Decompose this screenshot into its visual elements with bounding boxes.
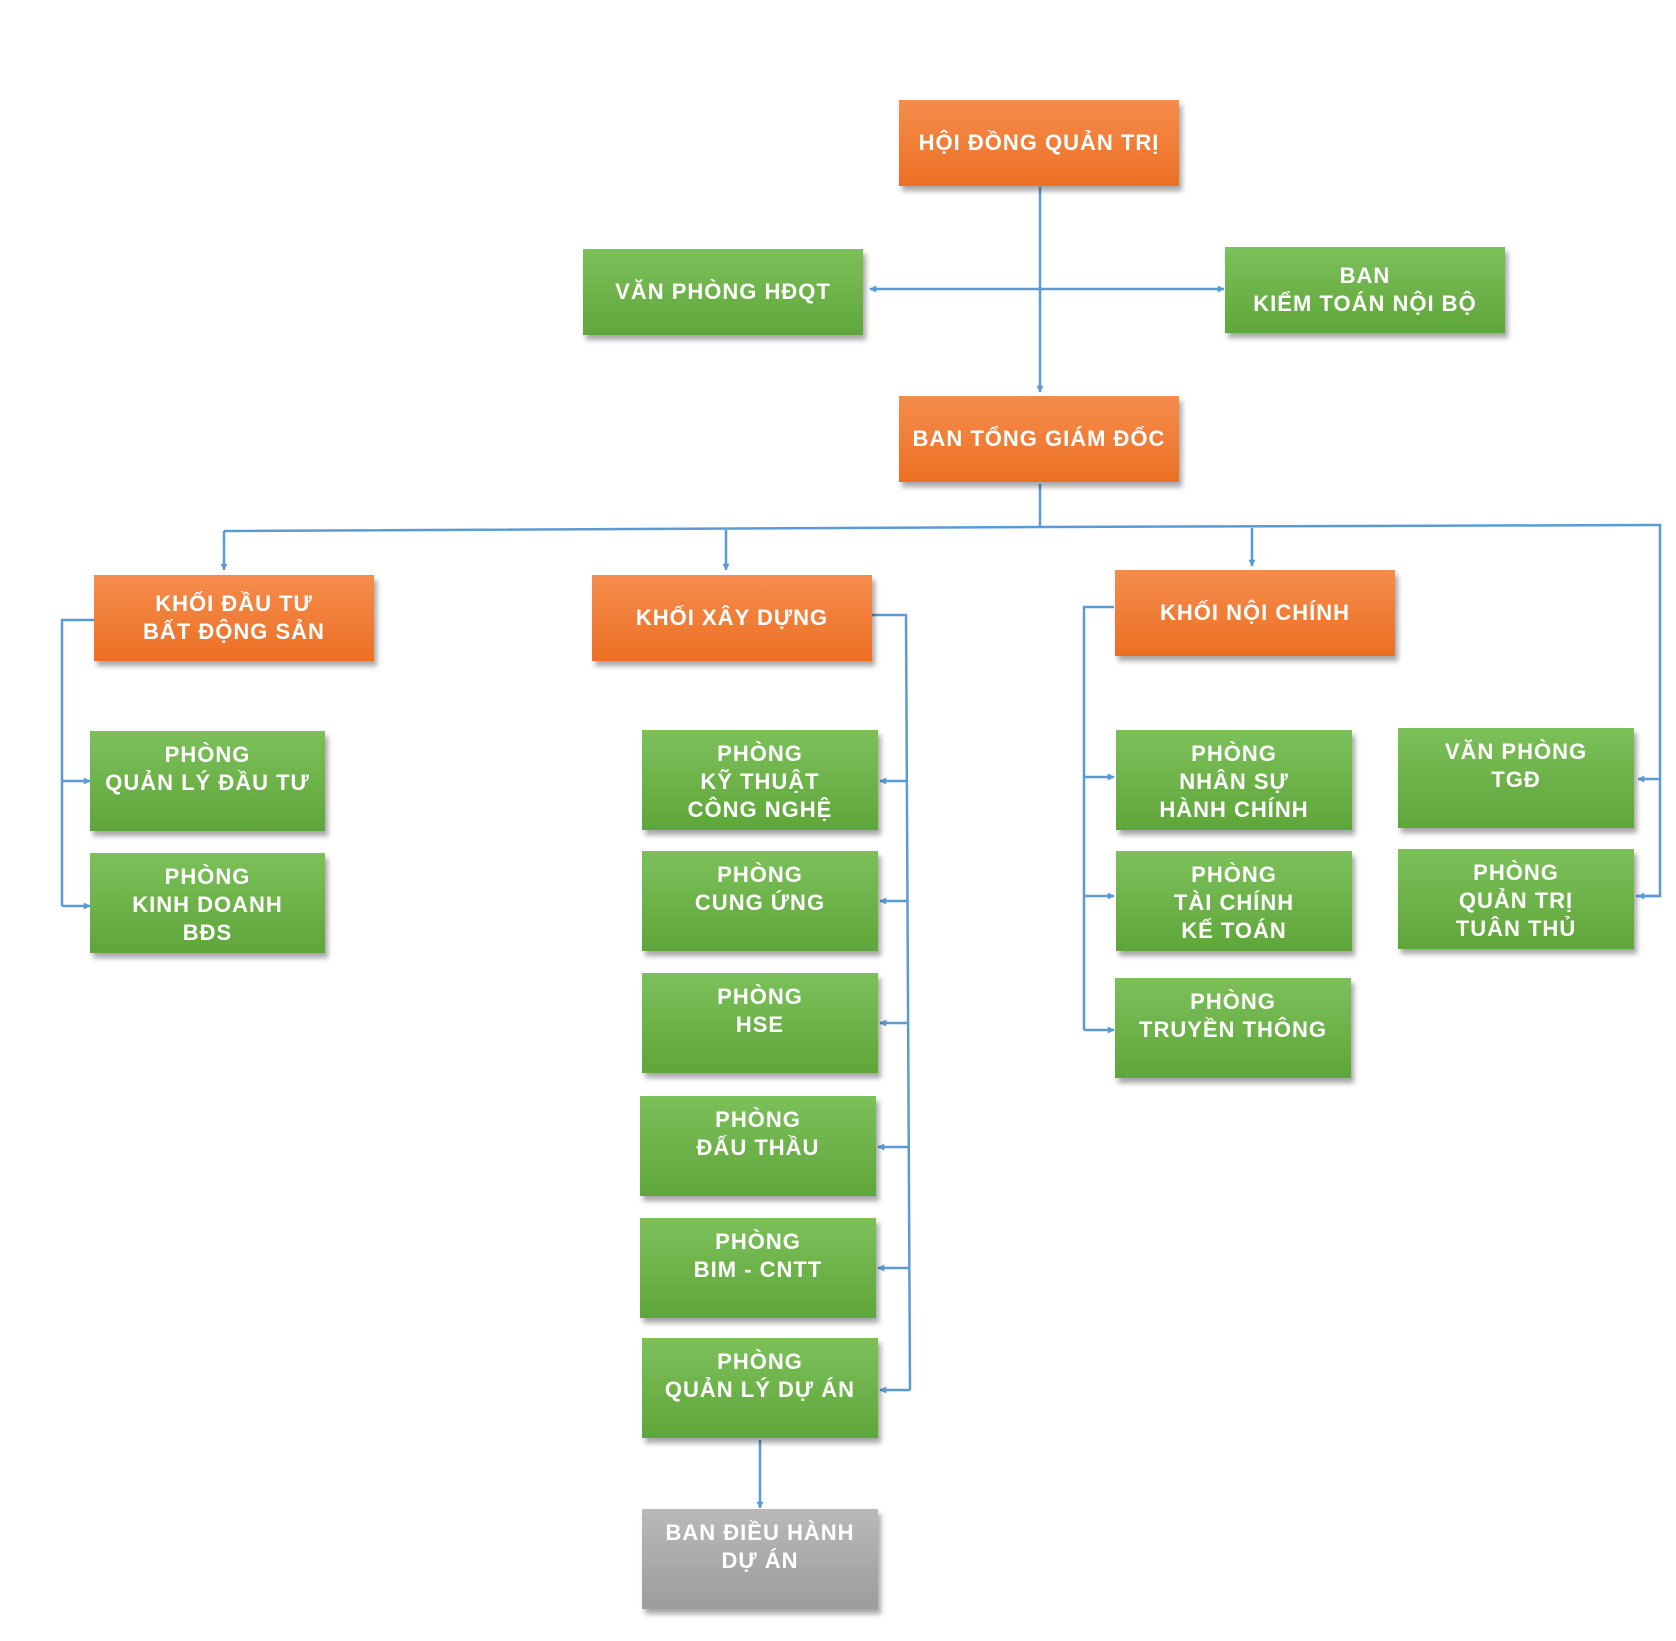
bidding-label-1: PHÒNG	[715, 1107, 801, 1132]
real-estate-block-box: KHỐI ĐẦU TƯ BẤT ĐỘNG SẢN	[94, 575, 374, 661]
project-management-label-1: PHÒNG	[717, 1349, 803, 1374]
project-executive-board-label-2: DỰ ÁN	[721, 1548, 799, 1573]
project-management-dept-box: PHÒNG QUẢN LÝ DỰ ÁN	[642, 1338, 878, 1438]
supply-label-1: PHÒNG	[717, 862, 803, 887]
communications-dept-box: PHÒNG TRUYỀN THÔNG	[1115, 978, 1351, 1078]
real-estate-block-label-1: KHỐI ĐẦU TƯ	[155, 591, 313, 616]
construction-block-box: KHỐI XÂY DỰNG	[592, 575, 872, 661]
internal-affairs-block-box: KHỐI NỘI CHÍNH	[1115, 570, 1395, 656]
real-estate-sales-dept-box: PHÒNG KINH DOANH BĐS	[90, 853, 325, 953]
technology-label-3: CÔNG NGHỆ	[687, 797, 833, 822]
board-office-box: VĂN PHÒNG HĐQT	[583, 249, 863, 335]
communications-label-1: PHÒNG	[1190, 989, 1276, 1014]
real-estate-sales-label-1: PHÒNG	[164, 864, 251, 889]
bim-it-dept-box: PHÒNG BIM - CNTT	[640, 1218, 876, 1318]
real-estate-block-label-2: BẤT ĐỘNG SẢN	[143, 619, 325, 644]
hr-admin-label-1: PHÒNG	[1191, 741, 1277, 766]
investment-management-dept-box: PHÒNG QUẢN LÝ ĐẦU TƯ	[90, 731, 325, 831]
construction-block-label: KHỐI XÂY DỰNG	[635, 605, 829, 630]
technology-label-1: PHÒNG	[717, 741, 803, 766]
internal-audit-label-1: BAN	[1339, 263, 1391, 288]
internal-audit-label-2: KIỂM TOÁN NỘI BỘ	[1253, 291, 1477, 316]
bim-it-label-1: PHÒNG	[715, 1229, 801, 1254]
internal-affairs-block-label: KHỐI NỘI CHÍNH	[1160, 600, 1350, 625]
link-construction-spine	[872, 613, 912, 1391]
compliance-label-1: PHÒNG	[1473, 860, 1559, 885]
finance-accounting-label-3: KẾ TOÁN	[1181, 918, 1287, 943]
link-internal-spine	[1082, 605, 1114, 1030]
board-of-directors-label: HỘI ĐỒNG QUẢN TRỊ	[918, 130, 1160, 155]
supply-label-2: CUNG ỨNG	[694, 890, 826, 915]
compliance-dept-box: PHÒNG QUẢN TRỊ TUÂN THỦ	[1398, 849, 1634, 949]
investment-management-label-2: QUẢN LÝ ĐẦU TƯ	[105, 770, 310, 795]
finance-accounting-dept-box: PHÒNG TÀI CHÍNH KẾ TOÁN	[1116, 851, 1352, 951]
compliance-label-2: QUẢN TRỊ	[1458, 888, 1574, 913]
project-management-label-2: QUẢN LÝ DỰ ÁN	[664, 1377, 856, 1402]
finance-accounting-label-2: TÀI CHÍNH	[1173, 890, 1295, 915]
hr-admin-dept-box: PHÒNG NHÂN SỰ HÀNH CHÍNH	[1116, 730, 1352, 830]
hr-admin-label-2: NHÂN SỰ	[1179, 769, 1289, 794]
communications-label-2: TRUYỀN THÔNG	[1139, 1017, 1327, 1042]
ceo-office-label-1: VĂN PHÒNG	[1444, 739, 1588, 764]
ceo-board-label: BAN TỔNG GIÁM ĐỐC	[912, 426, 1166, 451]
link-bus	[223, 523, 1662, 898]
compliance-label-3: TUÂN THỦ	[1455, 916, 1577, 941]
link-real-estate-spine	[60, 618, 94, 906]
internal-audit-box: BAN KIỂM TOÁN NỘI BỘ	[1225, 247, 1505, 333]
hse-dept-box: PHÒNG HSE	[642, 973, 878, 1073]
bim-it-label-2: BIM - CNTT	[693, 1257, 823, 1282]
board-office-label: VĂN PHÒNG HĐQT	[615, 279, 831, 304]
investment-management-label-1: PHÒNG	[164, 742, 251, 767]
supply-dept-box: PHÒNG CUNG ỨNG	[642, 851, 878, 951]
technology-label-2: KỸ THUẬT	[700, 769, 820, 794]
bidding-label-2: ĐẤU THẦU	[696, 1135, 820, 1160]
project-executive-board-label-1: BAN ĐIỀU HÀNH	[665, 1520, 855, 1545]
real-estate-sales-label-2: KINH DOANH	[132, 892, 283, 917]
hse-label-2: HSE	[735, 1012, 785, 1037]
ceo-office-label-2: TGĐ	[1491, 767, 1541, 792]
bidding-dept-box: PHÒNG ĐẤU THẦU	[640, 1096, 876, 1196]
technology-dept-box: PHÒNG KỸ THUẬT CÔNG NGHỆ	[642, 730, 878, 830]
project-executive-board-box: BAN ĐIỀU HÀNH DỰ ÁN	[642, 1509, 878, 1609]
board-of-directors-box: HỘI ĐỒNG QUẢN TRỊ	[899, 100, 1179, 186]
ceo-office-box: VĂN PHÒNG TGĐ	[1398, 728, 1634, 828]
finance-accounting-label-1: PHÒNG	[1191, 862, 1277, 887]
real-estate-sales-label-3: BĐS	[182, 920, 233, 945]
ceo-board-box: BAN TỔNG GIÁM ĐỐC	[899, 396, 1179, 482]
hr-admin-label-3: HÀNH CHÍNH	[1159, 797, 1309, 822]
hse-label-1: PHÒNG	[717, 984, 803, 1009]
